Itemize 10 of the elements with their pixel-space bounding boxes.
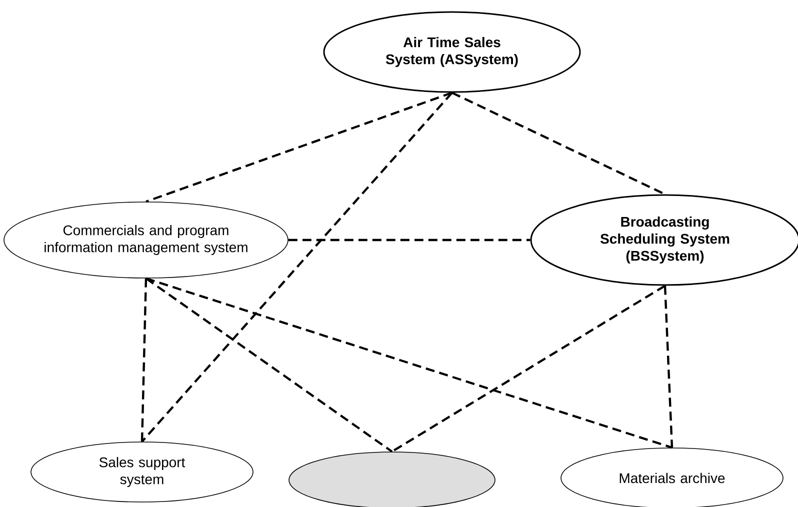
connector-line bbox=[141, 92, 453, 442]
connector-line bbox=[146, 277, 672, 449]
connector-line bbox=[288, 238, 530, 242]
ellipse-shape bbox=[288, 452, 496, 507]
connector-line bbox=[146, 92, 452, 203]
connector-line bbox=[391, 284, 666, 453]
connector-line bbox=[452, 92, 666, 196]
connector-line bbox=[140, 278, 148, 442]
connector-line bbox=[664, 286, 674, 448]
connector-line bbox=[145, 278, 393, 452]
